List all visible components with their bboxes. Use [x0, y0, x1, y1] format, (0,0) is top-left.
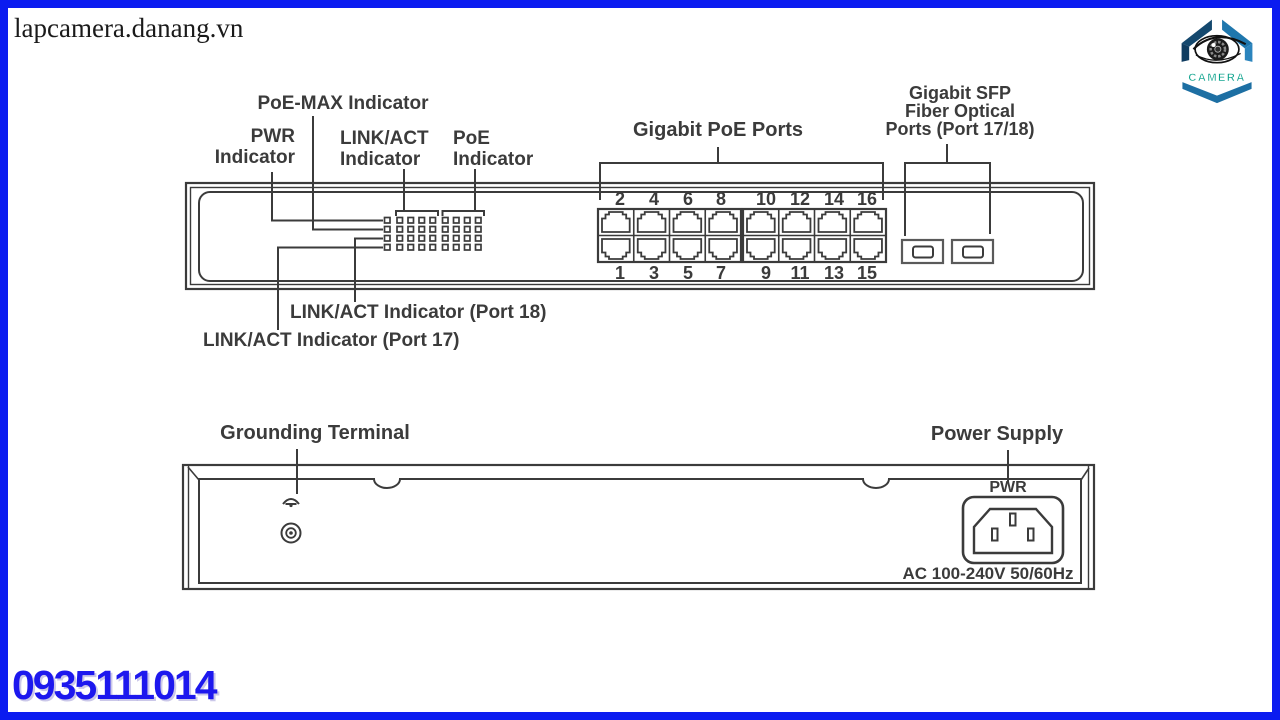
port-number: 2 — [614, 189, 625, 209]
eye-icon — [1192, 34, 1247, 64]
port-number: 3 — [648, 263, 659, 283]
port-number: 12 — [789, 189, 811, 209]
grounding-terminal-label: Grounding Terminal — [220, 422, 410, 444]
rj45-ports — [596, 207, 888, 264]
ac-rating-label: AC 100-240V 50/60Hz — [902, 564, 1074, 583]
logo-hex-top-right — [1222, 19, 1253, 49]
port-number: 15 — [856, 263, 878, 283]
port-number: 13 — [823, 263, 845, 283]
ground-symbol-icon — [282, 498, 300, 508]
rear-panel-outline — [181, 463, 1096, 591]
grounding-terminal — [280, 449, 302, 544]
phone-number: 0935111014 — [12, 662, 217, 708]
led-grid — [383, 216, 482, 251]
sfp-label-line3: Ports (Port 17/18) — [885, 119, 1035, 139]
port18-linkact-label: LINK/ACT Indicator (Port 18) — [290, 302, 547, 323]
logo-hex-chevron — [1182, 82, 1252, 104]
poe-indicator-line2: Indicator — [453, 149, 534, 170]
ground-screw — [280, 522, 302, 544]
port-number: 4 — [648, 189, 659, 209]
port-number: 9 — [760, 263, 771, 283]
poe-ports-bracket — [599, 147, 884, 200]
indicator-leader-lines — [271, 116, 485, 330]
pwr-indicator-line2: Indicator — [214, 147, 295, 168]
site-title: lapcamera.danang.vn — [14, 13, 244, 43]
sfp-label-line2: Fiber Optical — [904, 101, 1016, 121]
power-supply-label: Power Supply — [930, 423, 1064, 445]
poe-indicator-line1: PoE — [453, 128, 490, 149]
port-number: 1 — [614, 263, 625, 283]
camera-logo: CAMERA — [1181, 19, 1253, 104]
sfp-label-line1: Gigabit SFP — [908, 83, 1011, 103]
port17-linkact-label: LINK/ACT Indicator (Port 17) — [203, 330, 460, 351]
port-number: 11 — [790, 263, 810, 283]
logo-hex-right — [1244, 43, 1253, 62]
sfp-ports — [900, 238, 995, 265]
port-number: 16 — [856, 189, 878, 209]
port-number: 8 — [715, 189, 726, 209]
linkact-indicator-line2: Indicator — [340, 149, 421, 170]
port-number: 6 — [682, 189, 693, 209]
port-number: 10 — [755, 189, 777, 209]
logo-hex-top-left — [1181, 19, 1212, 47]
port-number: 7 — [715, 263, 726, 283]
linkact-indicator-line1: LINK/ACT — [340, 128, 429, 149]
pwr-inlet-label: PWR — [989, 479, 1027, 496]
power-inlet — [961, 450, 1065, 565]
gigabit-poe-ports-label: Gigabit PoE Ports — [632, 119, 804, 141]
pwr-indicator-line1: PWR — [250, 126, 295, 147]
poe-max-indicator-label: PoE-MAX Indicator — [257, 93, 429, 114]
sfp-bracket — [904, 144, 991, 236]
port-number: 14 — [823, 189, 845, 209]
port-number: 5 — [682, 263, 693, 283]
logo-hex-left — [1181, 43, 1190, 62]
logo-text: CAMERA — [1188, 72, 1246, 84]
front-panel-outline — [184, 181, 1096, 291]
